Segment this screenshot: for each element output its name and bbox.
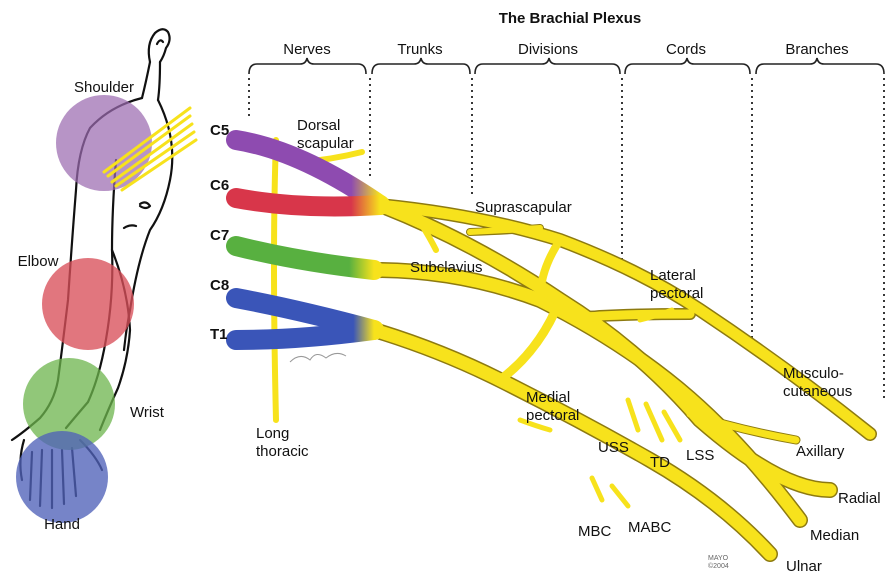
label-medial-pectoral-1: Medial — [526, 389, 570, 406]
root-t1 — [236, 330, 374, 340]
label-wrist: Wrist — [130, 404, 165, 421]
artist-signature — [290, 353, 346, 362]
header-trunks: Trunks — [397, 41, 442, 58]
label-radial: Radial — [838, 490, 881, 507]
nerve-roots — [236, 140, 380, 340]
mbc-branch — [592, 478, 602, 500]
long-thoracic-nerve — [274, 140, 276, 420]
root-label-c7: C7 — [210, 227, 229, 244]
label-mbc: MBC — [578, 523, 612, 540]
header-divisions: Divisions — [518, 41, 578, 58]
root-c6 — [236, 198, 380, 206]
label-mabc: MABC — [628, 519, 672, 536]
ulnar-nerve — [374, 330, 770, 554]
label-median: Median — [810, 527, 859, 544]
label-ulnar: Ulnar — [786, 558, 822, 572]
label-medial-pectoral-2: pectoral — [526, 407, 579, 424]
label-axillary: Axillary — [796, 443, 845, 460]
label-subclavius: Subclavius — [410, 259, 483, 276]
hand-region — [16, 431, 108, 523]
label-suprascapular: Suprascapular — [475, 199, 572, 216]
root-labels: C5 C6 C7 C8 T1 — [210, 122, 229, 343]
section-headers: Nerves Trunks Divisions Cords Branches — [283, 41, 848, 58]
shoulder-region — [56, 95, 152, 191]
label-shoulder: Shoulder — [74, 79, 134, 96]
root-c7 — [236, 246, 374, 270]
label-long-thoracic-1: Long — [256, 425, 289, 442]
elbow-region — [42, 258, 134, 350]
label-lss: LSS — [686, 447, 714, 464]
label-lateral-pectoral-2: pectoral — [650, 285, 703, 302]
header-cords: Cords — [666, 41, 706, 58]
header-branches: Branches — [785, 41, 848, 58]
credit-line-2: ©2004 — [708, 562, 729, 570]
uss-branch — [628, 400, 638, 430]
root-label-c8: C8 — [210, 277, 229, 294]
section-brackets — [249, 58, 884, 74]
copyright-credit: MAYO ©2004 — [708, 555, 729, 570]
root-label-c5: C5 — [210, 122, 229, 139]
label-dorsal-scapular-1: Dorsal — [297, 117, 340, 134]
label-td: TD — [650, 454, 670, 471]
median-nerve — [374, 270, 800, 520]
header-nerves: Nerves — [283, 41, 331, 58]
label-dorsal-scapular-2: scapular — [297, 135, 354, 152]
label-elbow: Elbow — [18, 253, 59, 270]
label-long-thoracic-2: thoracic — [256, 443, 309, 460]
lss-branch — [664, 412, 680, 440]
label-hand: Hand — [44, 516, 80, 533]
label-musculocutaneous-2: cutaneous — [783, 383, 852, 400]
mabc-branch — [612, 486, 628, 506]
label-lateral-pectoral-1: Lateral — [650, 267, 696, 284]
root-label-c6: C6 — [210, 177, 229, 194]
label-musculocutaneous-1: Musculo- — [783, 365, 844, 382]
root-label-t1: T1 — [210, 326, 228, 343]
credit-line-1: MAYO — [708, 555, 729, 562]
label-uss: USS — [598, 439, 629, 456]
td-branch — [646, 404, 662, 440]
diagram-title: The Brachial Plexus — [499, 10, 642, 27]
